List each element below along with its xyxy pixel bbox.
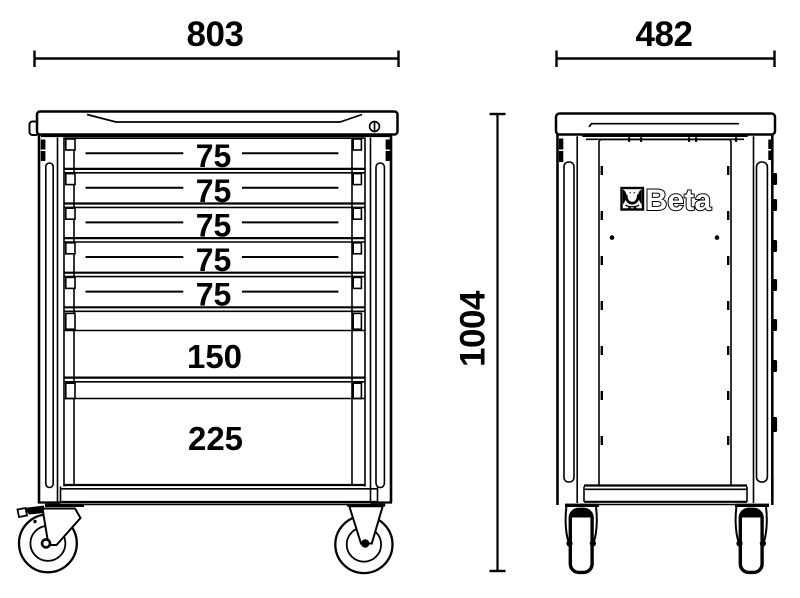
svg-text:150: 150 bbox=[187, 338, 242, 375]
svg-text:Beta: Beta bbox=[646, 184, 712, 217]
svg-text:803: 803 bbox=[187, 15, 244, 54]
svg-text:482: 482 bbox=[636, 15, 693, 54]
svg-text:225: 225 bbox=[188, 420, 243, 457]
svg-text:1004: 1004 bbox=[454, 290, 493, 367]
